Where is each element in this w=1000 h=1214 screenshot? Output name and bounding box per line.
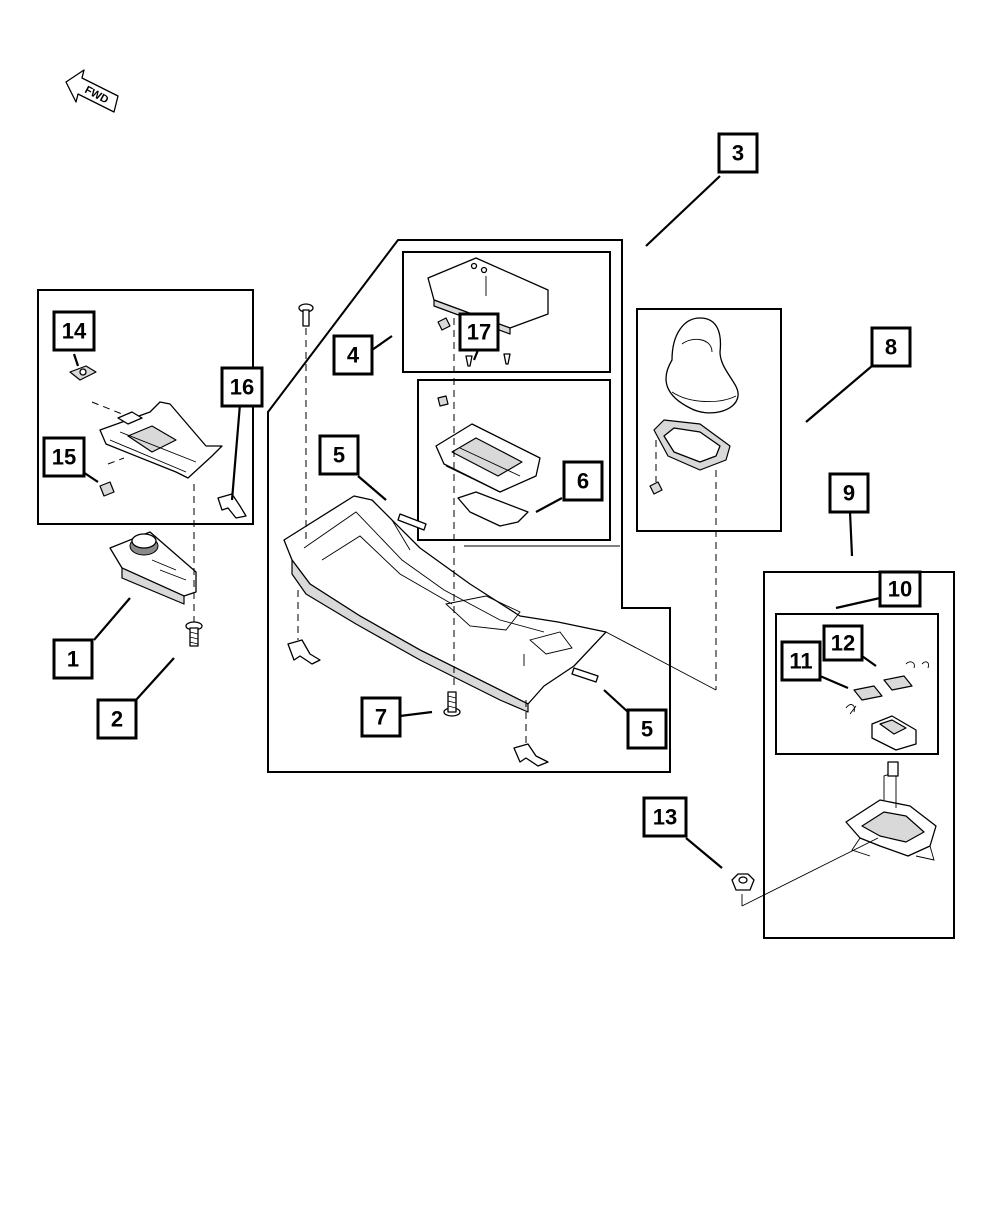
callout-8: 8 — [870, 326, 912, 368]
callout-11: 11 — [780, 640, 822, 682]
shifter-module-part — [109, 531, 197, 605]
group-frame-storage-bin — [417, 379, 611, 541]
callout-5b: 5 — [626, 708, 668, 750]
console-top-screw-part — [297, 303, 314, 640]
callout-label-16: 16 — [230, 375, 254, 400]
callout-label-2: 2 — [111, 707, 123, 732]
callout-label-5a: 5 — [333, 443, 345, 468]
callout-label-12: 12 — [831, 631, 855, 656]
leader-lines — [72, 175, 881, 869]
group-frame-armrest — [402, 251, 611, 373]
callout-label-3: 3 — [732, 141, 744, 166]
callout-label-11: 11 — [789, 649, 812, 674]
callout-7: 7 — [360, 696, 402, 738]
callout-6: 6 — [562, 460, 604, 502]
callout-9: 9 — [828, 472, 870, 514]
console-clip-left-part — [287, 639, 321, 665]
callout-label-5b: 5 — [641, 717, 653, 742]
callout-10: 10 — [878, 570, 922, 608]
callout-16: 16 — [220, 366, 264, 408]
callout-2: 2 — [96, 698, 138, 740]
alignment-line-boot-console — [605, 631, 717, 691]
screw-part-2 — [185, 484, 203, 647]
callout-label-17: 17 — [467, 320, 491, 345]
storage-bin-part — [435, 395, 541, 493]
callout-label-7: 7 — [375, 705, 387, 730]
group-frame-shifter-subkit — [775, 613, 939, 755]
bezel-clip-part — [99, 481, 115, 497]
callout-13: 13 — [642, 796, 688, 838]
callout-label-13: 13 — [653, 805, 677, 830]
foam-strip-part-5b — [571, 667, 599, 683]
console-clip-right-part — [513, 743, 549, 767]
callout-4: 4 — [332, 334, 374, 376]
callout-label-10: 10 — [888, 577, 912, 602]
callout-17: 17 — [458, 312, 500, 352]
callout-3: 3 — [717, 132, 759, 174]
callout-label-14: 14 — [62, 319, 87, 344]
callout-label-4: 4 — [347, 343, 360, 368]
callout-1: 1 — [52, 638, 94, 680]
shifter-bezel-part — [91, 401, 223, 479]
armrest-screws-part — [437, 317, 511, 367]
group-frame-shifter-assembly — [763, 571, 955, 939]
console-screw-part-7 — [443, 691, 461, 717]
group-frame-console — [267, 239, 671, 773]
callout-12: 12 — [822, 624, 864, 662]
callout-label-6: 6 — [577, 469, 589, 494]
center-console-part — [283, 495, 607, 713]
shift-boot-part — [649, 317, 739, 495]
clip-nut-part — [69, 365, 97, 381]
callout-label-15: 15 — [52, 445, 76, 470]
callout-label-1: 1 — [67, 647, 79, 672]
callout-14: 14 — [52, 310, 96, 352]
callout-5a: 5 — [318, 434, 360, 476]
callout-15: 15 — [42, 436, 86, 478]
shifter-assembly-part — [845, 761, 937, 861]
foam-strip-part-5a — [397, 513, 427, 531]
callout-label-8: 8 — [885, 335, 897, 360]
callout-label-9: 9 — [843, 481, 855, 506]
forward-arrow-icon: FWD — [65, 69, 119, 113]
group-frame-shift-boot — [636, 308, 782, 532]
shifter-subkit-parts — [845, 661, 929, 751]
bin-mat-part — [457, 491, 529, 527]
hex-nut-part-13 — [731, 837, 879, 907]
